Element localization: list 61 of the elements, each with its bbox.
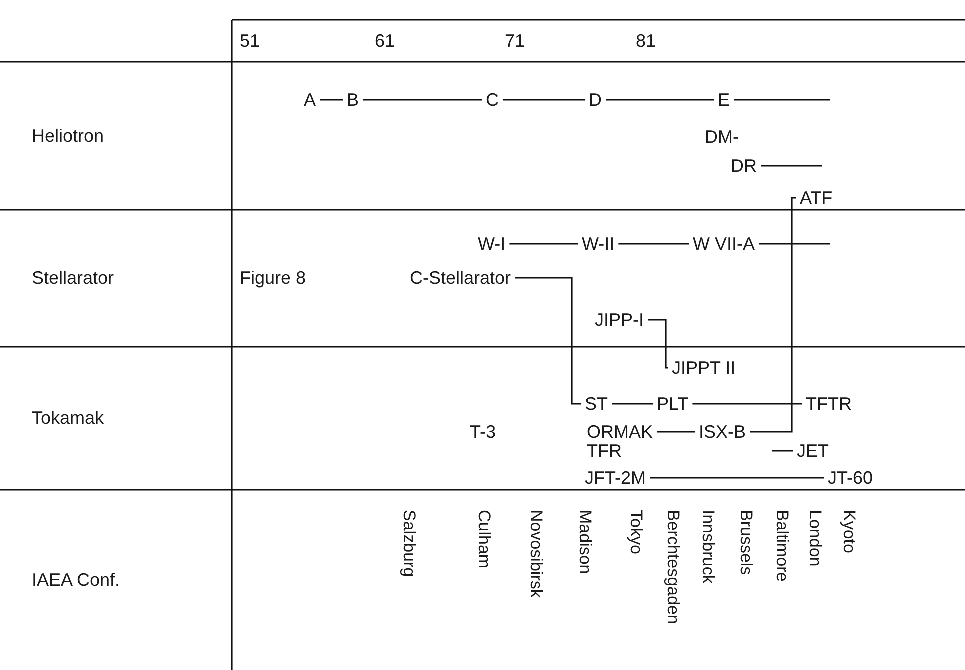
conference-city: London	[806, 510, 824, 567]
conference-city: Berchtesgaden	[664, 510, 682, 624]
item-name: ORMAK	[587, 423, 654, 441]
connector-line	[734, 99, 830, 101]
year-label: 71	[505, 32, 526, 50]
connector-line	[503, 99, 585, 101]
year-label: 51	[240, 32, 260, 50]
item-name: W-II	[582, 235, 615, 253]
item-name: DR	[731, 157, 757, 175]
conference-city: Madison	[576, 510, 594, 574]
connector-line	[650, 477, 824, 479]
row-label: Stellarator	[32, 269, 114, 287]
connector-line	[363, 99, 482, 101]
conference-city: Innsbruck	[699, 510, 717, 584]
item-name: ISX-B	[699, 423, 746, 441]
item-name: C	[486, 91, 499, 109]
connector-line	[510, 243, 578, 245]
conference-city: Tokyo	[627, 510, 645, 554]
item-name: TFTR	[806, 395, 852, 413]
item-name: JIPP-I	[595, 311, 644, 329]
conference-city: Baltimore	[773, 510, 791, 582]
connector-line	[320, 99, 343, 101]
item-name: W VII-A	[693, 235, 755, 253]
item-name: B	[347, 91, 360, 109]
year-label: 61	[375, 32, 396, 50]
item-name: JT-60	[828, 469, 874, 487]
item-name: W-I	[478, 235, 506, 253]
conference-city: Brussels	[737, 510, 755, 576]
connector-line	[618, 243, 689, 245]
connector-line	[648, 319, 668, 369]
item-name: JET	[797, 442, 830, 460]
item-name: DM-	[705, 128, 739, 146]
year-label: 81	[636, 32, 656, 50]
connector-line	[761, 165, 822, 167]
conference-city: Kyoto	[840, 510, 858, 554]
item-name: JIPPT II	[672, 359, 736, 377]
item-name: E	[718, 91, 730, 109]
conference-city: Novosibirsk	[527, 510, 545, 598]
item-name: D	[589, 91, 602, 109]
item-name: ATF	[800, 189, 833, 207]
item-name: A	[304, 91, 316, 109]
connector-line	[612, 403, 653, 405]
item-name: T-3	[470, 423, 496, 441]
row-label: IAEA Conf.	[32, 571, 120, 589]
connector-line	[772, 450, 793, 452]
item-name: Figure 8	[240, 269, 306, 287]
connector-line	[692, 403, 802, 405]
item-name: ST	[585, 395, 608, 413]
item-name: TFR	[587, 442, 622, 460]
row-label: Heliotron	[32, 127, 104, 145]
conference-city: Culham	[475, 510, 493, 569]
item-name: PLT	[657, 395, 689, 413]
item-name: C-Stellarator	[410, 269, 512, 287]
connector-line	[759, 243, 830, 245]
connector-line	[606, 99, 714, 101]
connector-line	[657, 431, 695, 433]
conference-city: Salzburg	[400, 510, 418, 578]
row-label: Tokamak	[32, 409, 104, 427]
item-name: JFT-2M	[585, 469, 646, 487]
connector-line	[750, 197, 796, 433]
connector-line	[515, 277, 581, 405]
